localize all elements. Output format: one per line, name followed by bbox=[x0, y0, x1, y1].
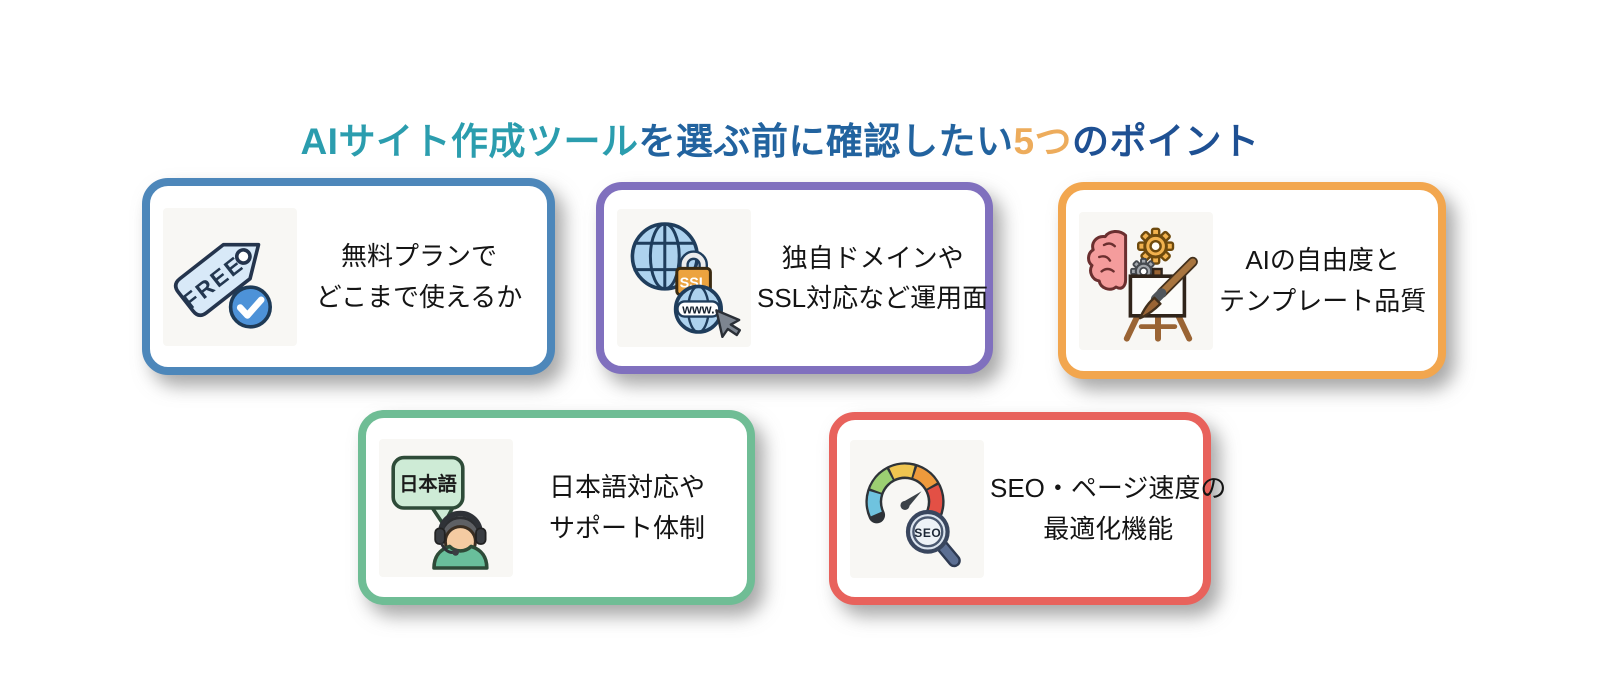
card-text: 無料プランで どこまで使えるか bbox=[297, 236, 547, 317]
title-segment-before-choosing: を選ぶ前に確認したい bbox=[638, 120, 1014, 162]
card-domain-ssl: SSL www. 独自ドメインや SSL対応など運用面 bbox=[596, 182, 993, 374]
card-text-line2: サポート体制 bbox=[548, 512, 705, 543]
title-segment-tool: AIサイト作成ツール bbox=[300, 120, 639, 162]
brain-gears-easel-icon bbox=[1079, 211, 1213, 350]
card-text-line2: 最適化機能 bbox=[1043, 513, 1174, 544]
card-text: 日本語対応や サポート体制 bbox=[513, 467, 747, 548]
globe-ssl-www-icon: SSL www. bbox=[617, 209, 751, 347]
card-text-line1: 日本語対応や bbox=[548, 472, 705, 503]
card-text-line1: AIの自由度と bbox=[1245, 245, 1400, 276]
seo-lens-label: SEO bbox=[914, 526, 941, 540]
japanese-support-agent-icon: 日本語 bbox=[379, 438, 513, 577]
card-text: AIの自由度と テンプレート品質 bbox=[1213, 240, 1438, 321]
page-title: AIサイト作成ツールを選ぶ前に確認したい5つのポイント bbox=[0, 111, 1560, 165]
title-segment-points: のポイント bbox=[1072, 120, 1260, 162]
card-ai-template: AIの自由度と テンプレート品質 bbox=[1058, 182, 1446, 379]
www-globe-label: www. bbox=[681, 302, 714, 316]
card-japanese-support: 日本語 日本語対応や サポート体制 bbox=[358, 410, 755, 605]
card-text: SEO・ページ速度の 最適化機能 bbox=[984, 468, 1238, 549]
card-text-line1: 無料プランで bbox=[340, 241, 497, 272]
card-text: 独自ドメインや SSL対応など運用面 bbox=[751, 238, 1000, 319]
card-text-line1: SEO・ページ速度の bbox=[990, 473, 1227, 504]
free-tag-check-icon: FREE bbox=[163, 207, 297, 346]
japanese-bubble-label: 日本語 bbox=[399, 472, 457, 495]
card-text-line2: テンプレート品質 bbox=[1219, 285, 1427, 316]
card-text-line1: 独自ドメインや bbox=[781, 242, 964, 273]
gauge-seo-magnifier-icon: SEO bbox=[850, 439, 984, 578]
card-text-line2: SSL対応など運用面 bbox=[757, 283, 989, 313]
card-text-line2: どこまで使えるか bbox=[315, 281, 523, 312]
card-seo-speed: SEO SEO・ページ速度の 最適化機能 bbox=[829, 412, 1226, 605]
card-free-plan: FREE 無料プランで どこまで使えるか bbox=[142, 178, 555, 375]
title-segment-five: 5つ bbox=[1013, 120, 1073, 162]
